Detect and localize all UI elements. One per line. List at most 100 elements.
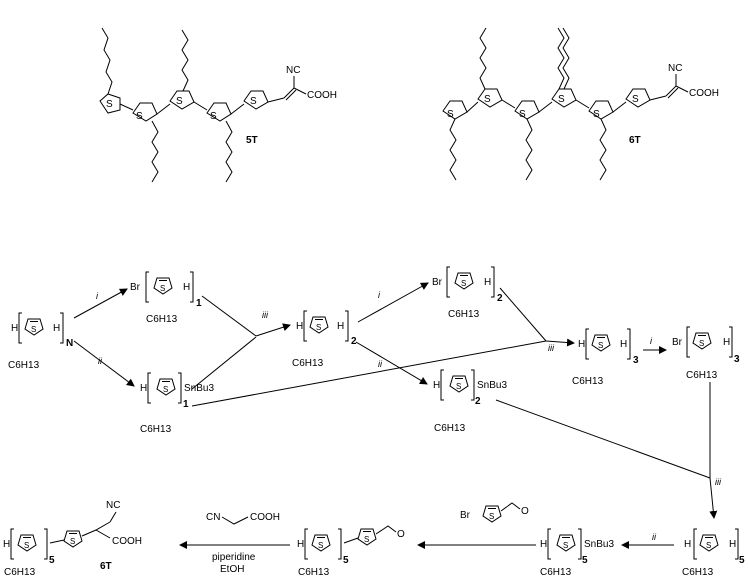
svg-text:H: H xyxy=(620,339,627,350)
arrow-label-ii: ii xyxy=(378,359,383,369)
svg-text:C6H13: C6H13 xyxy=(298,567,330,578)
svg-text:C6H13: C6H13 xyxy=(448,309,480,320)
node-stannyl5: H SnBu3 S C6H13 5 xyxy=(540,528,614,578)
svg-text:1: 1 xyxy=(196,298,202,309)
svg-text:N: N xyxy=(66,338,73,349)
svg-text:5: 5 xyxy=(49,555,55,566)
sulfur-label: S xyxy=(250,96,257,107)
node-dimer: H H S C6H13 2 xyxy=(292,310,357,369)
node-pentamer: H H S C6H13 5 xyxy=(682,528,745,578)
svg-text:O: O xyxy=(521,506,529,517)
node-bromo1: Br H S C6H13 1 xyxy=(130,271,202,325)
svg-text:H: H xyxy=(723,337,730,348)
svg-text:O: O xyxy=(397,529,405,540)
svg-text:S: S xyxy=(70,537,75,546)
arrow-label-ii: ii xyxy=(652,532,657,542)
svg-text:S: S xyxy=(364,535,369,544)
arrow-label-i: i xyxy=(650,336,653,346)
compound-label-6T: 6T xyxy=(629,135,641,146)
svg-text:S: S xyxy=(563,541,568,550)
svg-text:H: H xyxy=(729,539,736,550)
svg-text:C6H13: C6H13 xyxy=(8,360,40,371)
svg-text:5: 5 xyxy=(739,555,745,566)
svg-text:SnBu3: SnBu3 xyxy=(584,539,614,550)
svg-text:C6H13: C6H13 xyxy=(4,567,36,578)
reaction-arrows xyxy=(73,282,718,549)
svg-text:SnBu3: SnBu3 xyxy=(184,383,214,394)
svg-text:Br: Br xyxy=(130,282,141,293)
reagent-etoh: EtOH xyxy=(220,564,244,575)
svg-text:C6H13: C6H13 xyxy=(146,314,178,325)
svg-text:2: 2 xyxy=(351,336,357,347)
svg-text:SnBu3: SnBu3 xyxy=(477,380,507,391)
arrow-label-ii: ii xyxy=(98,356,103,366)
reagent-bromothiophene-aldehyde: Br S O xyxy=(460,502,529,523)
node-bromo2: Br H S C6H13 2 xyxy=(432,266,503,320)
svg-text:C6H13: C6H13 xyxy=(434,423,466,434)
sulfur-label: S xyxy=(176,96,183,107)
carboxyl-label: COOH xyxy=(689,88,719,99)
node-product: H S S NC COOH C6H13 5 6T xyxy=(3,500,142,578)
svg-text:3: 3 xyxy=(633,355,639,366)
svg-text:5: 5 xyxy=(582,555,588,566)
svg-text:S: S xyxy=(318,541,323,550)
sulfur-label: S xyxy=(519,109,526,120)
arrow-label-iii: iii xyxy=(715,477,722,487)
svg-text:S: S xyxy=(456,382,461,391)
svg-text:S: S xyxy=(699,339,704,348)
cyano-label: NC xyxy=(286,65,300,76)
svg-text:C6H13: C6H13 xyxy=(572,376,604,387)
svg-text:S: S xyxy=(489,512,494,521)
arrow-label-i: i xyxy=(96,291,99,301)
sulfur-label: S xyxy=(106,99,113,110)
svg-text:Br: Br xyxy=(460,510,471,521)
svg-text:Br: Br xyxy=(672,337,683,348)
svg-text:6T: 6T xyxy=(100,561,112,572)
svg-text:C6H13: C6H13 xyxy=(682,567,714,578)
molecule-6T: S S S S S S NC COOH 6T xyxy=(442,27,719,181)
sulfur-label: S xyxy=(484,94,491,105)
svg-text:H: H xyxy=(11,323,18,334)
node-stannyl2: H SnBu3 S C6H13 2 xyxy=(433,369,507,434)
svg-text:Br: Br xyxy=(432,277,443,288)
svg-text:H: H xyxy=(296,321,303,332)
node-bromo3: Br H S C6H13 3 xyxy=(672,326,740,381)
svg-text:S: S xyxy=(24,541,29,550)
svg-text:H: H xyxy=(433,380,440,391)
molecule-5T: S S S S S NC COOH 5T xyxy=(99,27,337,183)
svg-text:S: S xyxy=(163,385,168,394)
svg-text:S: S xyxy=(706,541,711,550)
svg-text:H: H xyxy=(337,321,344,332)
node-start: H H S C6H13 N xyxy=(8,312,73,371)
arrow-label-i: i xyxy=(378,290,381,300)
arrow-label-iii: iii xyxy=(262,310,269,320)
svg-text:3: 3 xyxy=(734,354,740,365)
reagent-cyanoacetic-acid: CN COOH xyxy=(206,512,280,525)
svg-text:C6H13: C6H13 xyxy=(292,358,324,369)
svg-text:H: H xyxy=(183,282,190,293)
svg-text:H: H xyxy=(540,539,547,550)
svg-text:COOH: COOH xyxy=(250,512,280,523)
sulfur-label: S xyxy=(136,111,143,122)
svg-text:H: H xyxy=(53,323,60,334)
reagent-piperidine: piperidine xyxy=(212,552,256,563)
svg-text:CN: CN xyxy=(206,512,220,523)
svg-text:H: H xyxy=(140,383,147,394)
svg-text:H: H xyxy=(578,339,585,350)
svg-text:NC: NC xyxy=(106,500,120,511)
svg-text:S: S xyxy=(31,325,36,334)
svg-text:H: H xyxy=(297,539,304,550)
svg-text:S: S xyxy=(598,341,603,350)
svg-text:H: H xyxy=(684,539,691,550)
svg-text:S: S xyxy=(160,284,165,293)
node-trimer: H H S C6H13 3 xyxy=(572,328,639,387)
sulfur-label: S xyxy=(632,94,639,105)
arrow-label-iii: iii xyxy=(548,343,555,353)
svg-text:H: H xyxy=(3,539,10,550)
node-stannyl1: H SnBu3 S C6H13 1 xyxy=(140,372,214,435)
sulfur-label: S xyxy=(210,111,217,122)
svg-text:2: 2 xyxy=(475,396,481,407)
svg-text:S: S xyxy=(461,279,466,288)
svg-text:S: S xyxy=(316,323,321,332)
